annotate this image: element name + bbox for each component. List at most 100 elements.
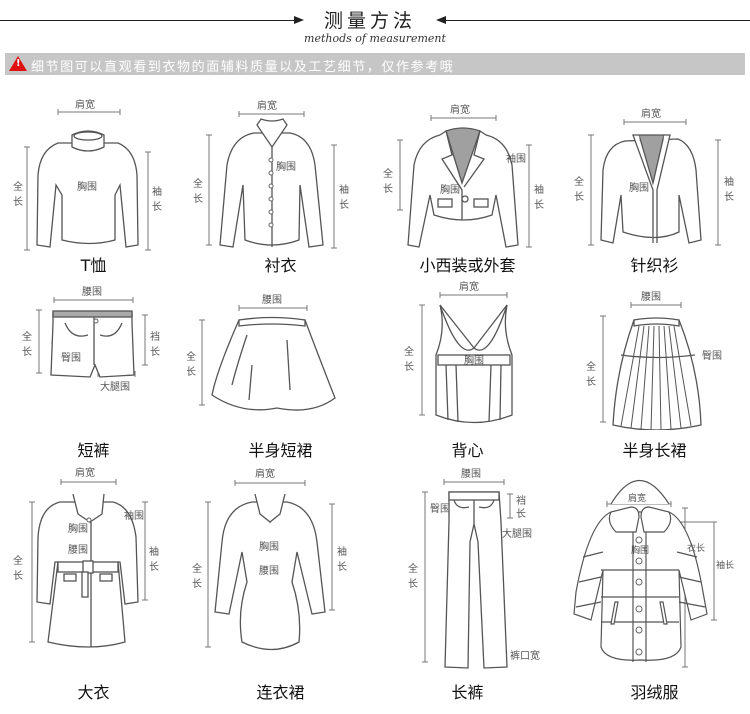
garment-label: 长裤 bbox=[451, 683, 484, 702]
garment-label: 衬衣 bbox=[264, 256, 297, 275]
svg-text:全: 全 bbox=[13, 180, 23, 193]
svg-text:衣长: 衣长 bbox=[687, 542, 705, 554]
garment-label: 羽绒服 bbox=[630, 683, 679, 702]
garment-label: T恤 bbox=[80, 256, 107, 275]
header-right-rule bbox=[440, 20, 750, 21]
short-skirt-diagram: 腰围 全 长 bbox=[187, 294, 336, 411]
svg-text:长: 长 bbox=[404, 361, 414, 373]
svg-text:全: 全 bbox=[574, 175, 584, 188]
svg-text:胸围: 胸围 bbox=[629, 181, 649, 194]
shorts-diagram: 腰围 臀围 大腿围 全 长 裆 长 bbox=[22, 286, 160, 393]
garment-label: 小西装或外套 bbox=[419, 256, 516, 275]
coat-diagram: 肩宽 胸围 腰围 袖围 全 长 袖 长 bbox=[13, 466, 159, 648]
svg-text:长: 长 bbox=[192, 578, 202, 590]
svg-text:肩宽: 肩宽 bbox=[450, 103, 470, 116]
garment-label: 大衣 bbox=[77, 683, 110, 702]
arrow-right-icon bbox=[294, 16, 304, 24]
svg-text:肩宽: 肩宽 bbox=[641, 107, 661, 120]
svg-text:长: 长 bbox=[383, 183, 393, 195]
garment-vest: 肩宽 胸围 全 长 背心 bbox=[374, 280, 561, 460]
svg-text:全: 全 bbox=[22, 330, 32, 343]
svg-text:长: 长 bbox=[586, 376, 596, 388]
svg-text:全: 全 bbox=[404, 345, 414, 358]
garment-label: 连衣裙 bbox=[256, 683, 305, 702]
svg-text:袖: 袖 bbox=[339, 183, 349, 196]
garment-coat: 肩宽 胸围 腰围 袖围 全 长 袖 长 大衣 bbox=[0, 462, 187, 712]
svg-text:袖围: 袖围 bbox=[124, 509, 144, 522]
svg-text:袖: 袖 bbox=[724, 175, 734, 188]
svg-text:腰围: 腰围 bbox=[259, 565, 279, 577]
section-header: 测量方法 methods of measurement bbox=[0, 0, 750, 50]
svg-text:全: 全 bbox=[187, 350, 196, 363]
svg-text:全: 全 bbox=[192, 562, 202, 575]
svg-text:肩宽: 肩宽 bbox=[255, 467, 275, 480]
svg-text:袖长: 袖长 bbox=[716, 559, 734, 571]
svg-text:裤口宽: 裤口宽 bbox=[510, 649, 540, 662]
garment-tshirt: 肩宽 胸围 全 长 袖 长 T恤 bbox=[0, 95, 187, 280]
svg-text:长: 长 bbox=[337, 561, 347, 573]
svg-text:长: 长 bbox=[574, 191, 584, 203]
garment-label: 半身长裙 bbox=[622, 441, 687, 460]
svg-text:肩宽: 肩宽 bbox=[459, 280, 479, 293]
svg-text:长: 长 bbox=[149, 561, 159, 573]
svg-text:裆: 裆 bbox=[150, 330, 160, 343]
svg-text:长: 长 bbox=[408, 578, 418, 590]
svg-text:长: 长 bbox=[13, 570, 23, 582]
vest-diagram: 肩宽 胸围 全 长 bbox=[404, 280, 513, 424]
svg-text:长: 长 bbox=[516, 508, 526, 520]
svg-text:胸围: 胸围 bbox=[77, 180, 97, 193]
notice-text: 细节图可以直观看到衣物的面辅料质量以及工艺细节，仅作参考哦 bbox=[31, 60, 455, 75]
svg-text:全: 全 bbox=[193, 177, 203, 190]
svg-text:臀围: 臀围 bbox=[61, 352, 81, 364]
page-subtitle: methods of measurement bbox=[304, 32, 446, 45]
svg-text:肩宽: 肩宽 bbox=[628, 492, 646, 504]
shirt-diagram: 肩宽 胸围 全 长 袖 长 bbox=[193, 99, 349, 249]
svg-text:全: 全 bbox=[586, 360, 596, 373]
svg-text:长: 长 bbox=[187, 366, 196, 378]
svg-text:腰围: 腰围 bbox=[262, 294, 282, 306]
svg-text:腰围: 腰围 bbox=[461, 468, 481, 480]
svg-text:胸围: 胸围 bbox=[440, 183, 460, 196]
svg-text:长: 长 bbox=[534, 199, 544, 211]
garment-cardigan: 肩宽 胸围 全 长 袖 长 针织衫 bbox=[561, 95, 748, 280]
garment-long-pants: 腰围 臀围 大腿围 裤口宽 全 长 裆 长 长裤 bbox=[374, 462, 561, 712]
long-pants-diagram: 腰围 臀围 大腿围 裤口宽 全 长 裆 长 bbox=[408, 468, 540, 669]
garment-label: 半身短裙 bbox=[248, 441, 313, 460]
svg-text:袖: 袖 bbox=[152, 185, 162, 198]
svg-text:臀围: 臀围 bbox=[702, 350, 722, 362]
svg-text:胸围: 胸围 bbox=[631, 544, 649, 556]
svg-text:肩宽: 肩宽 bbox=[257, 99, 277, 112]
cardigan-diagram: 肩宽 胸围 全 长 袖 长 bbox=[574, 107, 734, 246]
svg-text:臀围: 臀围 bbox=[430, 503, 450, 515]
garment-short-skirt: 腰围 全 长 半身短裙 bbox=[187, 280, 374, 460]
svg-text:袖围: 袖围 bbox=[506, 152, 526, 165]
garment-label: 背心 bbox=[451, 441, 484, 460]
svg-text:全: 全 bbox=[408, 562, 418, 575]
garment-blazer: 肩宽 胸围 袖围 全 长 袖 长 小西装或外套 bbox=[374, 95, 561, 280]
svg-text:肩宽: 肩宽 bbox=[75, 98, 95, 111]
svg-text:袖: 袖 bbox=[149, 545, 159, 558]
garment-label: 短裤 bbox=[77, 441, 110, 460]
notice-bar: ! 细节图可以直观看到衣物的面辅料质量以及工艺细节，仅作参考哦 bbox=[5, 53, 745, 75]
garment-label: 针织衫 bbox=[630, 256, 679, 275]
warning-triangle-icon bbox=[9, 56, 27, 71]
long-skirt-diagram: 腰围 臀围 全 长 bbox=[586, 291, 722, 430]
svg-text:大腿围: 大腿围 bbox=[502, 527, 532, 540]
svg-text:袖: 袖 bbox=[534, 183, 544, 196]
dress-diagram: 肩宽 胸围 腰围 全 长 袖 长 bbox=[192, 467, 347, 651]
garment-down-jacket: 肩宽 胸围 衣长 袖长 羽绒服 bbox=[561, 462, 748, 712]
svg-text:胸围: 胸围 bbox=[68, 522, 88, 535]
svg-text:胸围: 胸围 bbox=[464, 354, 484, 367]
svg-text:长: 长 bbox=[339, 199, 349, 211]
svg-text:袖: 袖 bbox=[337, 545, 347, 558]
svg-text:腰围: 腰围 bbox=[82, 286, 102, 298]
down-jacket-diagram: 肩宽 胸围 衣长 袖长 bbox=[573, 479, 734, 668]
garment-shorts: 腰围 臀围 大腿围 全 长 裆 长 短裤 bbox=[0, 280, 187, 460]
svg-text:裆: 裆 bbox=[516, 494, 526, 507]
svg-text:腰围: 腰围 bbox=[641, 291, 661, 303]
svg-text:长: 长 bbox=[193, 193, 203, 205]
svg-text:长: 长 bbox=[724, 191, 734, 203]
svg-text:全: 全 bbox=[13, 554, 23, 567]
header-left-rule bbox=[0, 20, 300, 21]
svg-text:长: 长 bbox=[150, 346, 160, 358]
